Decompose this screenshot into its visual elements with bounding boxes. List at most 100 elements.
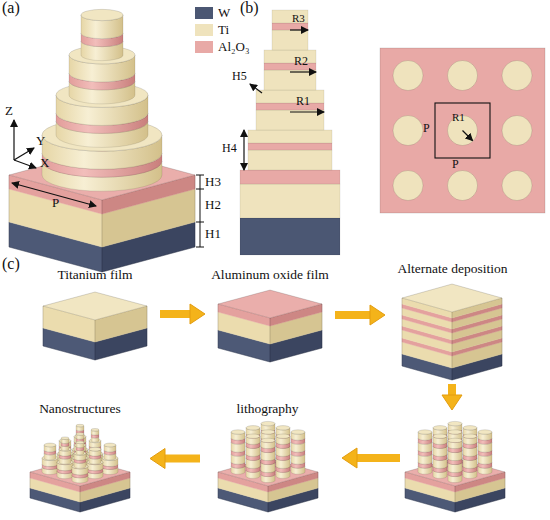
dimension-arrow: [14, 148, 34, 160]
dimension-arrow: [463, 131, 473, 141]
dimension-arrow: [13, 120, 14, 160]
pillar-footprint: [393, 116, 423, 146]
block-outline: [405, 472, 505, 512]
figure-label: X: [40, 156, 49, 169]
legend-text: Al₂O₃: [218, 40, 249, 54]
pillar-top: [261, 438, 275, 442]
block-edge: [268, 486, 269, 512]
section-layer: [272, 10, 308, 23]
block-edge: [270, 318, 271, 362]
pillar-top: [448, 430, 462, 434]
process-step: Titanium film: [30, 268, 160, 360]
section-layer: [264, 50, 316, 63]
arrow-head: [442, 395, 462, 410]
arrow-shaft: [357, 454, 400, 462]
section-layer: [256, 110, 324, 130]
figure-label: Y: [36, 134, 45, 147]
block-outline: [218, 472, 318, 512]
process-illustrations: [30, 284, 505, 512]
arrow-shaft: [165, 455, 200, 463]
step-label: Titanium film: [30, 268, 160, 283]
dimension-line: [200, 175, 201, 247]
pillar-top: [246, 426, 260, 430]
process-step: lithography: [200, 402, 335, 515]
figure-label: H4: [222, 142, 237, 154]
pillar-top: [261, 421, 275, 425]
pillar-footprint: [448, 171, 478, 201]
figure-label: H1: [205, 227, 221, 240]
figure-label: R1: [296, 95, 310, 107]
cross-section: [240, 10, 340, 255]
pillar-top: [91, 429, 99, 432]
step-label: Aluminum oxide film: [205, 268, 335, 283]
pillar-top: [104, 443, 116, 447]
legend-swatch: [195, 41, 213, 53]
block-edge: [452, 312, 453, 380]
unit-cell-outline: [435, 103, 490, 158]
figure-label: (a): [2, 0, 20, 16]
block-outline: [218, 304, 322, 362]
dimension-arrow: [14, 160, 36, 168]
process-arrow: [335, 305, 385, 325]
pillar-top: [231, 430, 245, 434]
block-outline: [30, 472, 130, 512]
figure-label: P: [452, 158, 459, 170]
dimension-tick: [196, 222, 204, 223]
pillar-top: [433, 434, 447, 438]
pillar-top: [291, 430, 305, 434]
pillar-top: [448, 421, 462, 425]
pillar-top: [276, 434, 290, 438]
layer-top: [402, 284, 502, 312]
section-layer: [248, 130, 332, 143]
step-label: Alternate deposition: [385, 262, 520, 277]
pillar-top: [261, 430, 275, 434]
flow-arrow: [342, 448, 400, 468]
pillar-top: [463, 434, 477, 438]
pillar-footprint: [502, 116, 532, 146]
section-layer: [240, 184, 340, 218]
dimension-arrow: [290, 71, 316, 72]
pillar-top: [448, 438, 462, 442]
block-edge: [95, 320, 96, 360]
flow-arrow: [442, 384, 462, 410]
dimension-arrow: [290, 29, 308, 30]
arrow-head: [370, 305, 385, 325]
section-layer: [256, 90, 324, 103]
pillar-top: [478, 430, 492, 434]
arrow-head: [342, 448, 357, 468]
layer-top: [43, 292, 147, 320]
arrow-shaft: [160, 310, 190, 318]
pillar-footprint: [393, 171, 423, 201]
pillar-top: [81, 9, 123, 20]
legend-swatch: [195, 7, 213, 19]
arrow-head: [150, 449, 165, 469]
pillar-top: [246, 434, 260, 438]
dimension-arrow: [250, 84, 262, 93]
figure-label: Z: [5, 104, 13, 117]
arrow-head: [190, 304, 205, 324]
pillar-top: [76, 441, 84, 444]
figure-label: (b): [240, 0, 259, 16]
section-layer: [272, 23, 308, 30]
pillar-top: [44, 443, 56, 447]
pillar-top: [76, 424, 84, 427]
pillar-top: [433, 426, 447, 430]
legend-swatch: [195, 24, 213, 36]
top-view: [380, 48, 545, 213]
figure-label: P: [52, 196, 59, 209]
dimension-tick: [196, 247, 204, 248]
pillar-top: [61, 437, 69, 440]
section-layer: [256, 103, 324, 110]
pillar-footprint: [502, 61, 532, 91]
step-label: Nanostructures: [10, 402, 150, 417]
process-step: Alternate deposition: [385, 262, 520, 382]
layer-top: [30, 458, 130, 486]
section-layer: [272, 30, 308, 50]
section-layer: [248, 150, 332, 170]
block-edge: [455, 486, 456, 512]
legend-text: Ti: [218, 23, 229, 37]
substrate-top: [380, 48, 545, 213]
figure-label: R2: [294, 55, 308, 67]
